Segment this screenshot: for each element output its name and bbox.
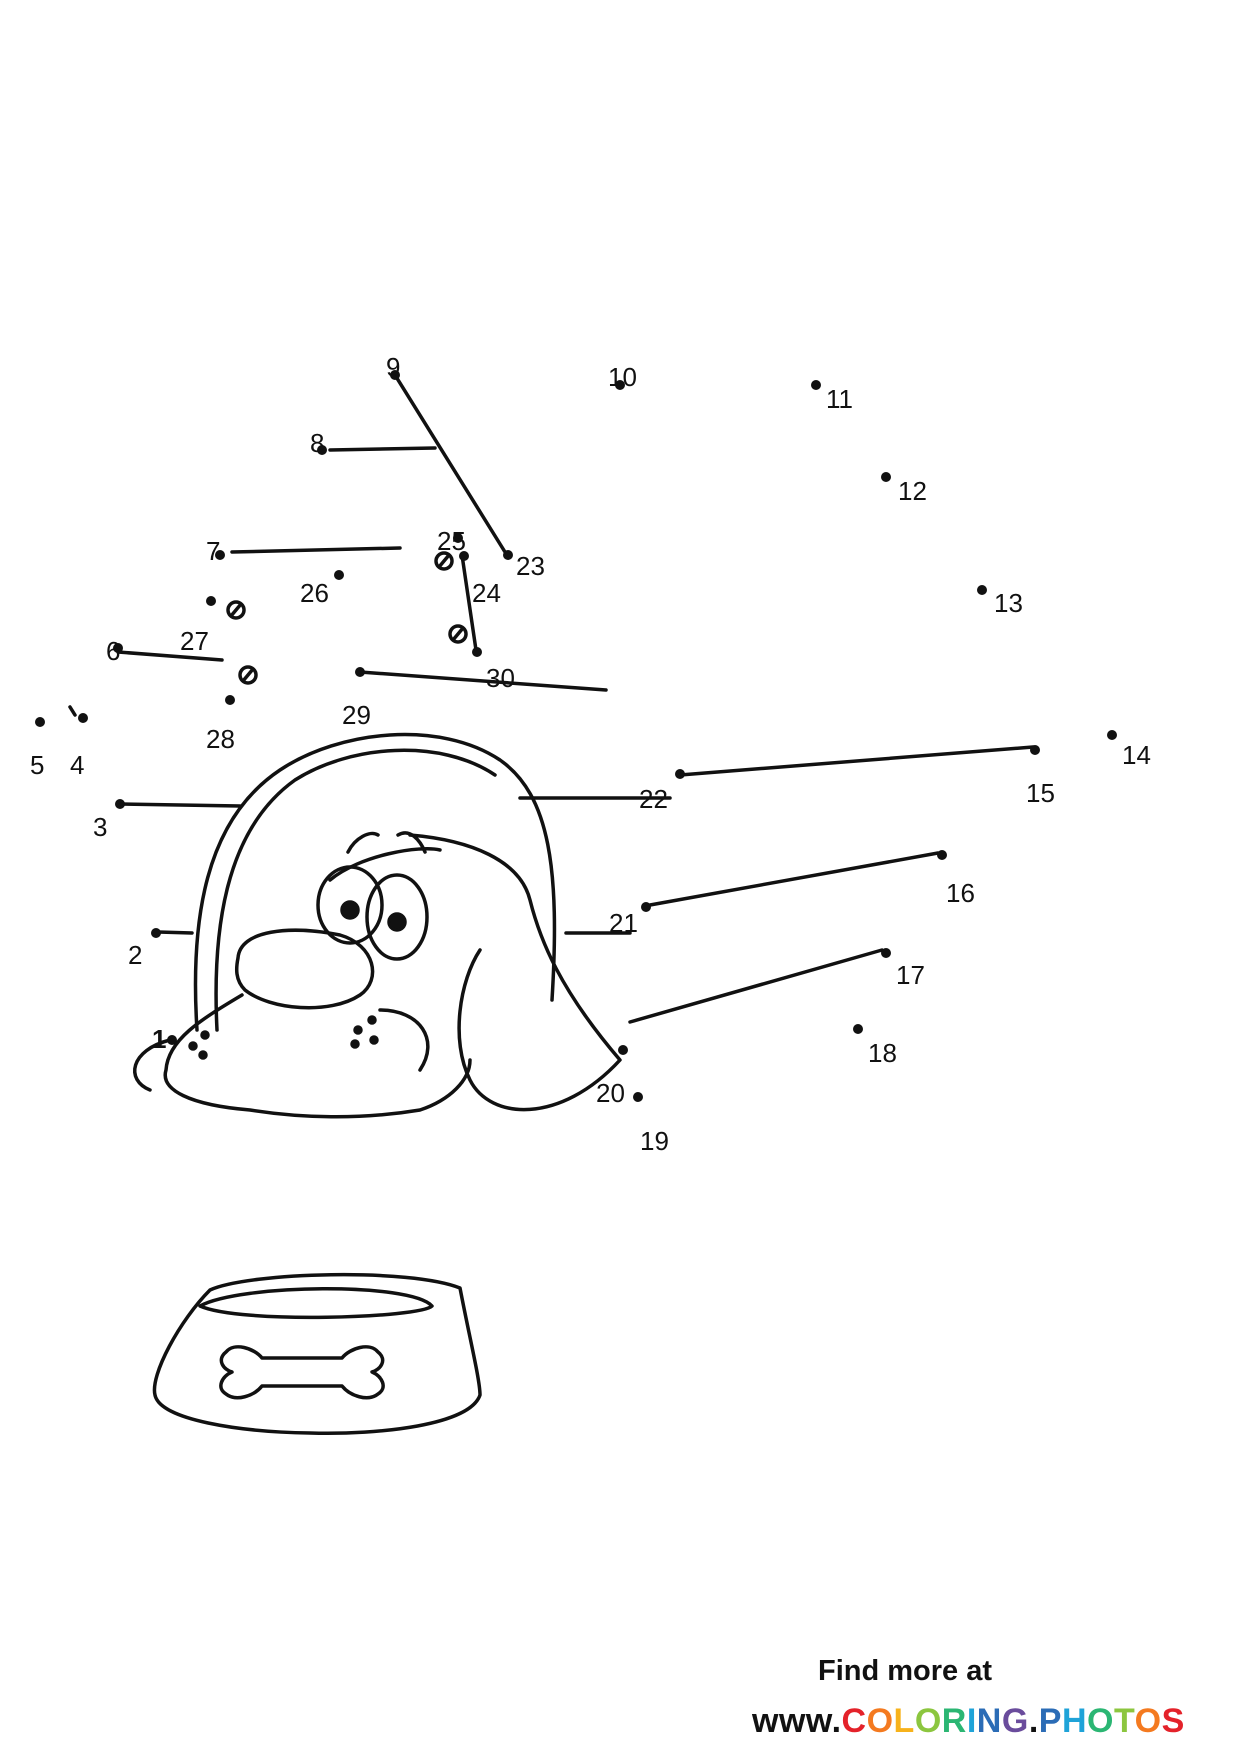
dot-label-20: 20 [596,1078,625,1108]
dot-label-24: 24 [472,578,501,608]
partial-outline-strokes [68,373,1035,1024]
dot-22 [675,769,685,779]
stone-marks [226,551,468,685]
dot-30 [472,647,482,657]
dot-label-2: 2 [128,940,142,970]
dot-28 [225,695,235,705]
dot-20 [618,1045,628,1055]
dot-label-21: 21 [609,908,638,938]
dot-23 [503,550,513,560]
dot-label-12: 12 [898,476,927,506]
dot-label-19: 19 [640,1126,669,1156]
dot-label-22: 22 [639,784,668,814]
dot-8 [317,445,327,455]
dot-label-14: 14 [1122,740,1151,770]
dot-25 [453,533,463,543]
dot-18 [853,1024,863,1034]
dot-label-10: 10 [608,362,637,392]
url-prefix: www. [752,1702,842,1740]
brand-letter: C [841,1702,867,1740]
dot-21 [641,902,651,912]
dot-15 [1030,745,1040,755]
dog-illustration [132,732,622,1119]
brand-letter: G [1001,1702,1029,1740]
dot-label-8: 8 [310,428,324,458]
dot-1 [167,1035,177,1045]
brand-letter: N [976,1702,1002,1740]
brand-letter: O [914,1702,942,1740]
dot-label-9: 9 [386,352,400,382]
dot-11 [811,380,821,390]
brand-letter: S [1161,1702,1185,1740]
dot-label-30: 30 [486,663,515,693]
dot-26 [334,570,344,580]
dot-7 [215,550,225,560]
dot-label-27: 27 [180,626,209,656]
dot-label-7: 7 [206,536,220,566]
dot-label-25: 25 [437,526,466,556]
stone-icon [448,624,468,644]
brand-letter: R [941,1702,967,1740]
brand-letter: P [1038,1702,1062,1740]
dot-label-15: 15 [1026,778,1055,808]
dot-5 [35,717,45,727]
dot-label-16: 16 [946,878,975,908]
dot-4 [78,713,88,723]
dot-6 [113,643,123,653]
dot-3 [115,799,125,809]
dot-13 [977,585,987,595]
brand-letter: T [1113,1702,1135,1740]
dot-27 [206,596,216,606]
site-url[interactable]: www.COLORING.PHOTOS [752,1702,1185,1741]
dot-label-11: 11 [826,384,853,414]
dot-10 [615,380,625,390]
dot-label-23: 23 [516,551,545,581]
dot-9 [390,370,400,380]
dot-label-5: 5 [30,750,44,780]
dot-2 [151,928,161,938]
dot-label-6: 6 [106,636,120,666]
brand-letter: L [893,1702,915,1740]
dot-19 [633,1092,643,1102]
dot-label-29: 29 [342,700,371,730]
brand-name: COLORING.PHOTOS [842,1702,1185,1740]
stone-icon [238,665,258,685]
dot-label-17: 17 [896,960,925,990]
dot-label-18: 18 [868,1038,897,1068]
dot-24 [459,551,469,561]
brand-letter: O [866,1702,894,1740]
dot-label-4: 4 [70,750,84,780]
bone-icon [219,1345,385,1400]
dot-label-26: 26 [300,578,329,608]
dot-label-1: 1 [152,1024,166,1054]
dot-label-3: 3 [93,812,107,842]
stone-icon [434,551,454,571]
dog-bowl-illustration [152,1272,482,1435]
dot-12 [881,472,891,482]
stone-icon [226,600,246,620]
dot-label-28: 28 [206,724,235,754]
brand-letter: O [1134,1702,1162,1740]
find-more-text: Find more at [817,1655,992,1687]
dot-17 [881,948,891,958]
brand-letter: . [1028,1702,1039,1740]
dot-16 [937,850,947,860]
dot-label-13: 13 [994,588,1023,618]
brand-letter: O [1087,1702,1114,1740]
brand-letter: H [1061,1702,1088,1740]
brand-letter: I [966,1702,977,1740]
dot-14 [1107,730,1117,740]
footer-credit: Find more at www.COLORING.PHOTOS [740,1655,1220,1745]
dot-29 [355,667,365,677]
